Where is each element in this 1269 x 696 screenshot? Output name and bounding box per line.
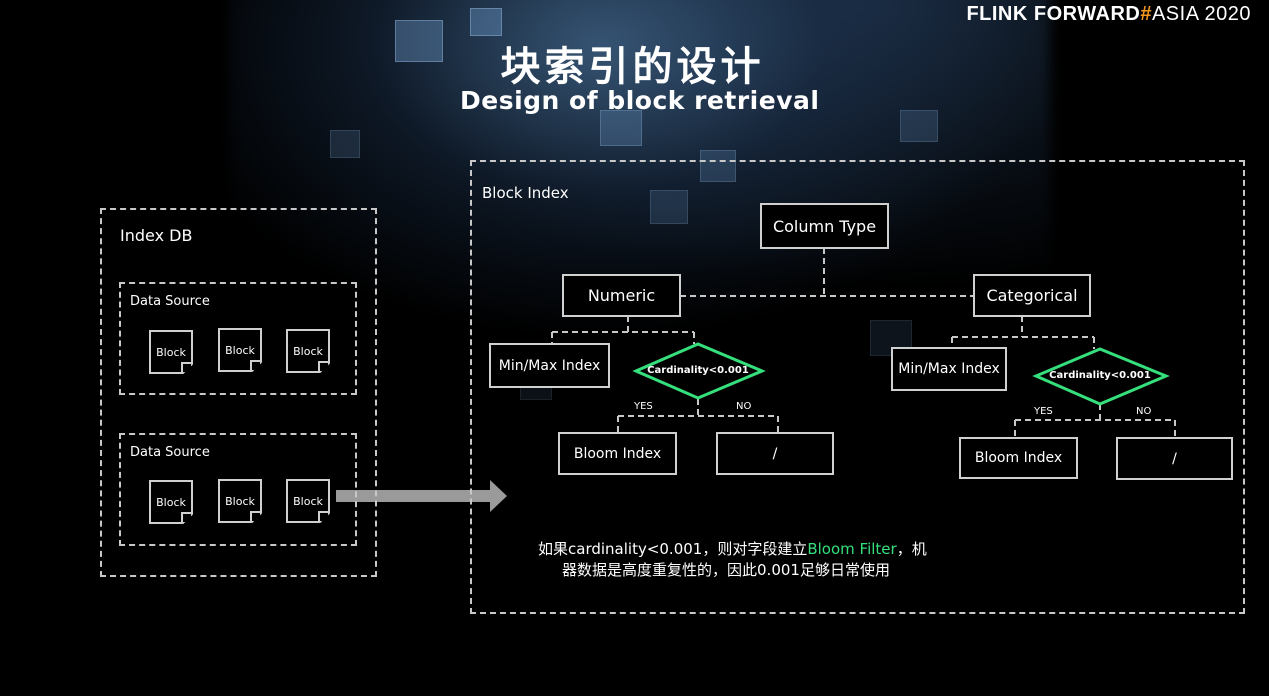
background-cube <box>700 150 736 182</box>
block-file-icon: Block <box>218 328 262 372</box>
block-file-icon: Block <box>218 479 262 523</box>
numeric-node: Numeric <box>562 274 681 317</box>
categorical-decision-diamond <box>1032 347 1170 406</box>
numeric-bloom-index-node: Bloom Index <box>558 432 677 475</box>
block-index-label: Block Index <box>482 184 569 202</box>
explanation-note: 如果cardinality<0.001，则对字段建立Bloom Filter，机… <box>538 539 927 581</box>
block-file-icon: Block <box>149 330 193 374</box>
arrow-head <box>490 480 507 512</box>
categorical-minmax-index-node: Min/Max Index <box>891 347 1007 391</box>
numeric-no-index-node: / <box>716 432 834 475</box>
brand-logo: FLINK FORWARD#ASIA 2020 <box>966 3 1251 25</box>
categorical-bloom-index-node: Bloom Index <box>959 437 1078 479</box>
block-file-icon: Block <box>286 329 330 373</box>
categorical-yes-label: YES <box>1034 406 1053 417</box>
background-cube <box>900 110 938 142</box>
block-index-container <box>470 160 1245 614</box>
background-cube <box>600 110 642 146</box>
numeric-no-label: NO <box>736 401 752 412</box>
block-file-icon: Block <box>149 480 193 524</box>
data-source-label: Data Source <box>130 445 210 460</box>
data-source-box <box>119 282 357 395</box>
note-line-1: 如果cardinality<0.001，则对字段建立Bloom Filter，机 <box>538 540 927 558</box>
background-cube <box>650 190 688 224</box>
block-file-icon: Block <box>286 479 330 523</box>
numeric-decision-label: Cardinality<0.001 <box>647 365 749 376</box>
background-cube <box>470 8 502 36</box>
column-type-node: Column Type <box>760 203 889 249</box>
numeric-yes-label: YES <box>634 401 653 412</box>
categorical-no-label: NO <box>1136 406 1152 417</box>
note-line-2: 器数据是高度重复性的，因此0.001足够日常使用 <box>562 561 890 579</box>
numeric-decision-diamond <box>632 342 766 400</box>
index-db-container <box>100 208 377 577</box>
categorical-node: Categorical <box>973 274 1091 317</box>
numeric-minmax-index-node: Min/Max Index <box>489 343 610 388</box>
data-source-box <box>119 433 357 546</box>
data-source-label: Data Source <box>130 294 210 309</box>
page-title-en: Design of block retrieval <box>460 86 820 115</box>
categorical-no-index-node: / <box>1116 437 1233 480</box>
background-cube <box>395 20 443 62</box>
index-db-label: Index DB <box>120 226 193 245</box>
bloom-filter-highlight: Bloom Filter <box>807 540 897 558</box>
background-cube <box>330 130 360 158</box>
page-title-zh: 块索引的设计 <box>500 44 765 90</box>
categorical-decision-label: Cardinality<0.001 <box>1049 370 1151 381</box>
